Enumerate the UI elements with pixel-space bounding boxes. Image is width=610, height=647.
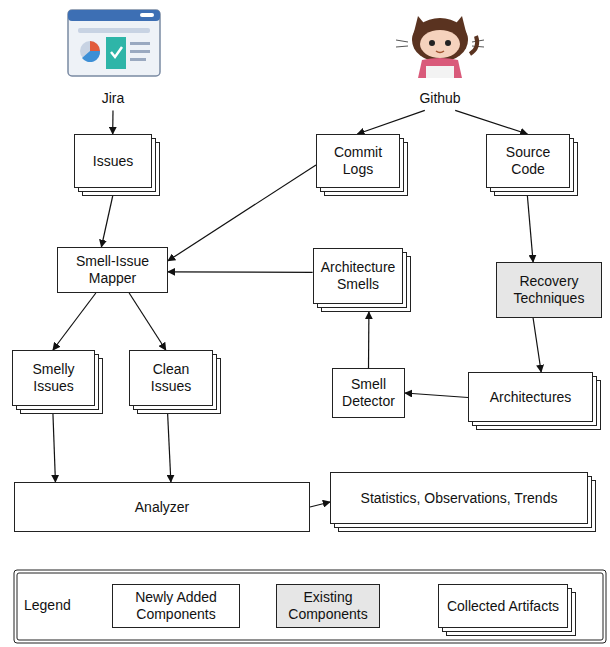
component-box: Analyzer	[14, 482, 310, 532]
node-text: Statistics, Observations, Trends	[357, 490, 562, 507]
node-text: Smell-Issue Mapper	[58, 253, 167, 287]
node-text: Commit Logs	[317, 144, 399, 178]
component-box: Recovery Techniques	[496, 262, 602, 318]
artifact-box: Architecture Smells	[313, 248, 404, 304]
node-text: Jira	[98, 90, 129, 107]
legend-text: Newly Added Components	[113, 589, 239, 623]
flow-arrow	[129, 293, 166, 350]
node-text: Issues	[89, 153, 137, 170]
legend-sample: Existing Components	[276, 584, 380, 628]
node-text: Architectures	[486, 389, 576, 406]
artifact-box: Smelly Issues	[12, 350, 95, 406]
flow-arrow	[310, 502, 330, 507]
artifact-box: Source Code	[486, 134, 570, 188]
flow-arrow	[53, 414, 55, 482]
node-text: Github	[415, 90, 464, 107]
flow-arrow	[533, 318, 541, 372]
flow-arrow	[112, 110, 114, 134]
component-box: Smell Detector	[332, 368, 405, 418]
flow-arrow	[168, 414, 171, 482]
node-text: Recovery Techniques	[497, 273, 601, 307]
flow-arrow	[168, 271, 313, 273]
flow-arrow	[368, 312, 370, 368]
artifact-box: Architectures	[468, 372, 593, 422]
artifact-box: Issues	[74, 134, 152, 188]
jira-icon	[68, 10, 160, 76]
flow-arrow	[527, 196, 533, 262]
legend-heading: Legend	[24, 597, 71, 613]
flow-arrow	[455, 110, 527, 134]
artifact-box: Clean Issues	[129, 350, 213, 406]
component-box: Smell-Issue Mapper	[57, 247, 168, 293]
legend-text: Existing Components	[277, 589, 379, 623]
flow-arrow	[168, 165, 316, 261]
flow-arrow	[405, 393, 468, 398]
legend-frame	[14, 570, 606, 643]
node-text: Source Code	[487, 144, 569, 178]
legend-sample: Collected Artifacts	[438, 584, 568, 628]
node-text: Smelly Issues	[13, 361, 94, 395]
node-text: Smell Detector	[333, 376, 404, 410]
node-text: Analyzer	[131, 499, 193, 516]
flow-arrow	[101, 196, 112, 247]
flow-arrow	[357, 110, 424, 134]
source-label: Jira	[83, 86, 143, 111]
node-text: Clean Issues	[130, 361, 212, 395]
artifact-box: Commit Logs	[316, 134, 400, 188]
legend-text: Collected Artifacts	[443, 598, 563, 615]
flow-arrow	[53, 293, 96, 350]
node-text: Architecture Smells	[314, 259, 403, 293]
source-label: Github	[402, 86, 478, 111]
legend-sample: Newly Added Components	[112, 584, 240, 628]
github-octocat-icon	[396, 16, 484, 78]
artifact-box: Statistics, Observations, Trends	[330, 472, 588, 524]
